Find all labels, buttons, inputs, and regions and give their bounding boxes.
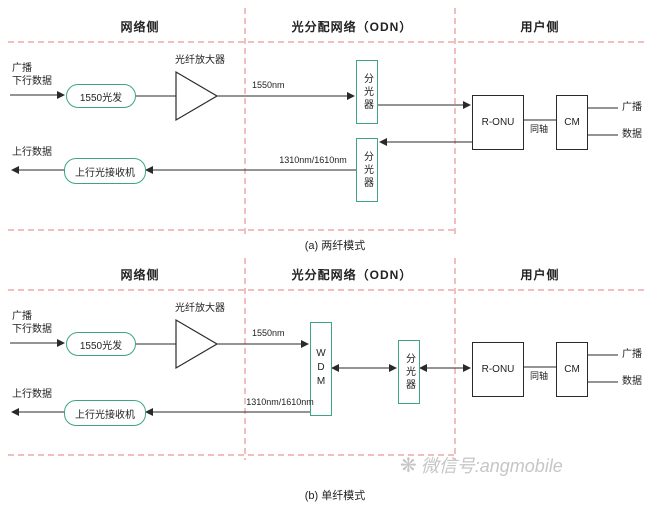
- b-coax-label: 同轴: [529, 371, 548, 381]
- a-header-network-side: 网络侧: [120, 20, 160, 34]
- a-header-user-side: 用户侧: [520, 20, 560, 34]
- caption-single-fiber-mode: (b) 单纤模式: [304, 490, 366, 502]
- a-header-odn: 光分配网络（ODN）: [291, 20, 413, 34]
- a-coax-label: 同轴: [529, 124, 548, 134]
- a-wavelength-upstream-label: 1310nm/1610nm: [279, 155, 347, 165]
- b-header-network-side: 网络侧: [120, 268, 160, 282]
- a-wavelength-downstream-label: 1550nm: [252, 80, 285, 90]
- b-header-odn: 光分配网络（ODN）: [291, 268, 413, 282]
- a-cm-box: CM: [556, 95, 588, 150]
- watermark: ❋ 微信号:angmobile: [400, 452, 563, 478]
- b-header-user-side: 用户侧: [520, 268, 560, 282]
- watermark-flower-icon: ❋: [400, 454, 417, 477]
- a-broadcast-label-line1: 广播: [12, 63, 32, 74]
- a-uplink-receiver-box: 上行光接收机: [64, 158, 146, 184]
- a-uplink-data-label: 上行数据: [12, 147, 52, 158]
- b-cm-box: CM: [556, 342, 588, 397]
- b-fiber-amplifier-triangle-icon: [175, 318, 219, 370]
- watermark-text: 微信号:angmobile: [420, 456, 563, 476]
- b-wavelength-upstream-label: 1310nm/1610nm: [246, 397, 314, 407]
- b-output-data-label: 数据: [622, 376, 642, 387]
- b-ronu-box: R-ONU: [472, 342, 524, 397]
- b-wdm-box: WDM: [310, 322, 332, 416]
- b-fiber-amplifier-label: 光纤放大器: [175, 303, 225, 314]
- caption-two-fiber-mode: (a) 两纤模式: [304, 240, 366, 252]
- b-broadcast-label-line2: 下行数据: [12, 324, 52, 335]
- a-fiber-amplifier-triangle-icon: [175, 70, 219, 122]
- a-splitter-upstream-box: 分光器: [356, 138, 378, 202]
- a-splitter-downstream-box: 分光器: [356, 60, 378, 124]
- b-uplink-receiver-box: 上行光接收机: [64, 400, 146, 426]
- b-uplink-data-label: 上行数据: [12, 389, 52, 400]
- b-wavelength-downstream-label: 1550nm: [252, 328, 285, 338]
- a-output-broadcast-label: 广播: [622, 102, 642, 113]
- b-output-broadcast-label: 广播: [622, 349, 642, 360]
- a-broadcast-label-line2: 下行数据: [12, 76, 52, 87]
- a-1550-transmitter-box: 1550光发: [66, 84, 136, 108]
- a-ronu-box: R-ONU: [472, 95, 524, 150]
- b-broadcast-label-line1: 广播: [12, 311, 32, 322]
- a-fiber-amplifier-label: 光纤放大器: [175, 55, 225, 66]
- a-output-data-label: 数据: [622, 129, 642, 140]
- b-splitter-box: 分光器: [398, 340, 420, 404]
- b-1550-transmitter-box: 1550光发: [66, 332, 136, 356]
